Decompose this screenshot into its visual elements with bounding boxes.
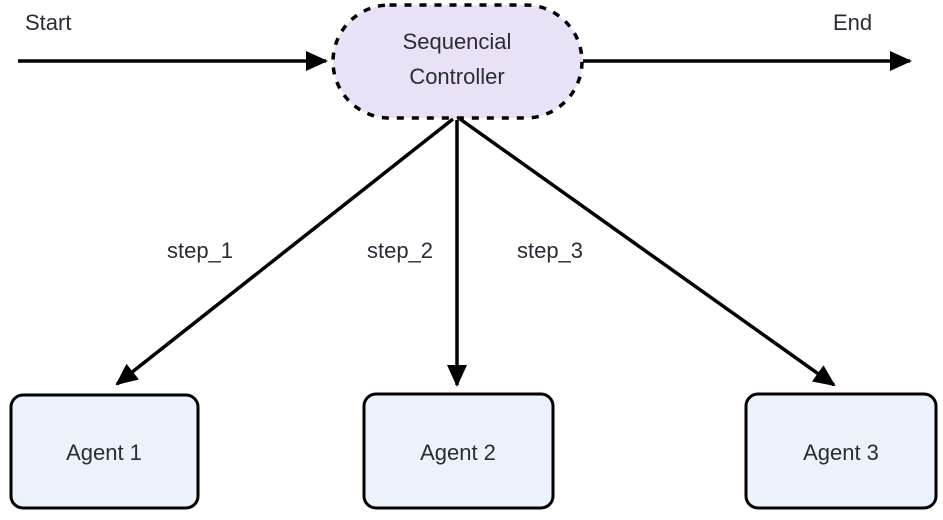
- agent-1-label: Agent 1: [66, 440, 142, 465]
- controller-label-line2: Controller: [409, 64, 504, 89]
- agent-2-shape: [362, 392, 555, 510]
- end-label: End: [833, 10, 872, 35]
- agent-1-node: Agent 1: [9, 393, 200, 510]
- edge-label-step-3: step_3: [517, 238, 583, 263]
- agent-1-shape: [9, 393, 200, 510]
- edge-label-step-1: step_1: [167, 238, 233, 263]
- controller-node: Sequencial Controller: [331, 3, 584, 120]
- edge-step-1: [115, 117, 455, 386]
- agent-2-label: Agent 2: [420, 440, 496, 465]
- agent-3-shape: [744, 392, 938, 510]
- agent-3-label: Agent 3: [803, 440, 879, 465]
- controller-label-line1: Sequencial: [403, 29, 512, 54]
- controller-shape: [331, 3, 584, 120]
- start-label: Start: [25, 10, 71, 35]
- agent-2-node: Agent 2: [362, 392, 555, 510]
- edge-step-3: [458, 117, 836, 387]
- edge-label-step-2: step_2: [367, 238, 433, 263]
- agent-3-node: Agent 3: [744, 392, 938, 510]
